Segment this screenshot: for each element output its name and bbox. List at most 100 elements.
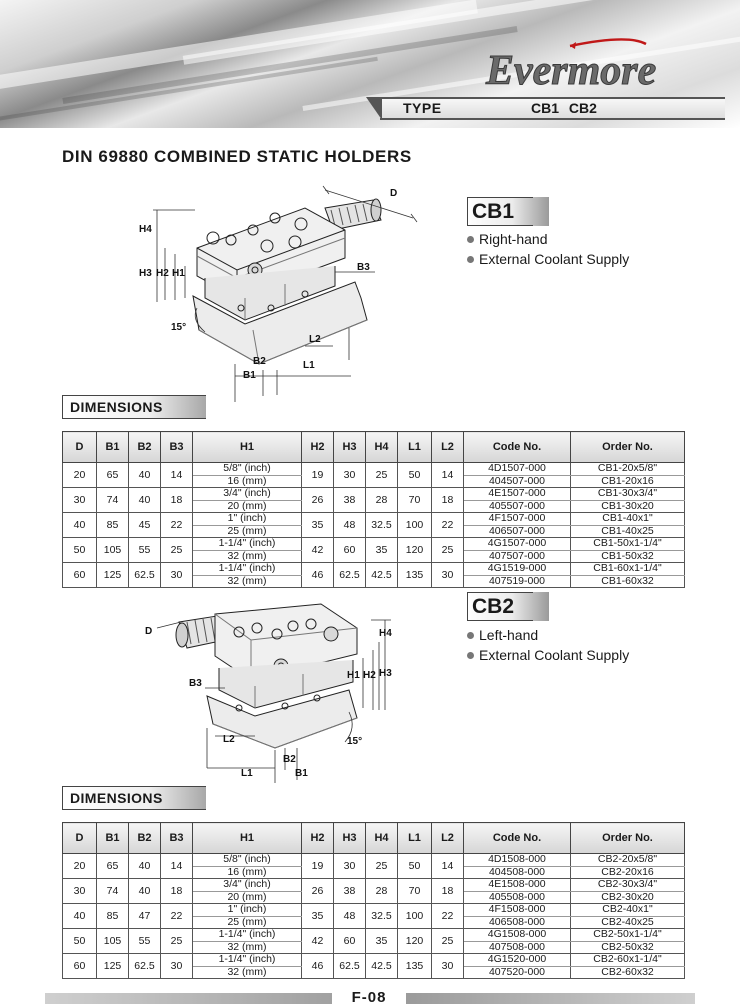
cell-l2: 30 — [431, 953, 464, 979]
cell-b2: 45 — [128, 512, 161, 538]
type-bar — [380, 97, 725, 120]
cell-order-mm: CB1-40x25 — [570, 524, 685, 538]
cell-h4: 25 — [365, 462, 398, 488]
cell-code-inch: 4G1508-000 — [463, 928, 571, 942]
cell-code-mm: 407508-000 — [463, 940, 571, 954]
cell-code-mm: 404508-000 — [463, 865, 571, 879]
cell-b2: 47 — [128, 903, 161, 929]
cb2-label-angle: 15° — [347, 736, 362, 747]
cb2-feature-list: Left-hand External Coolant Supply — [467, 625, 629, 665]
cell-b1: 65 — [96, 462, 129, 488]
cell-l2: 18 — [431, 878, 464, 904]
cell-h1-inch: 3/4" (inch) — [192, 487, 302, 501]
column-header: Order No. — [570, 431, 685, 463]
column-header: B3 — [160, 431, 193, 463]
cell-b1: 85 — [96, 903, 129, 929]
cell-l1: 135 — [397, 562, 432, 588]
cell-code-inch: 4F1507-000 — [463, 512, 571, 526]
cell-h2: 19 — [301, 462, 334, 488]
cell-l2: 18 — [431, 487, 464, 513]
cell-h4: 35 — [365, 537, 398, 563]
cb1-label-angle: 15° — [171, 322, 186, 333]
cell-h2: 42 — [301, 928, 334, 954]
column-header: H1 — [192, 431, 302, 463]
cell-h1-inch: 1" (inch) — [192, 903, 302, 917]
cb1-feature-item: Right-hand — [467, 229, 629, 249]
cb2-feature-item: Left-hand — [467, 625, 629, 645]
cell-order-inch: CB2-30x3/4" — [570, 878, 685, 892]
cell-l2: 22 — [431, 512, 464, 538]
cell-h4: 42.5 — [365, 562, 398, 588]
column-header: H2 — [301, 431, 334, 463]
cb2-label-b3: B3 — [189, 678, 202, 689]
cb1-label-b2: B2 — [253, 356, 266, 367]
cell-h4: 42.5 — [365, 953, 398, 979]
column-header: H3 — [333, 822, 366, 854]
cell-l1: 70 — [397, 878, 432, 904]
cb1-label-b3: B3 — [357, 262, 370, 273]
cell-order-mm: CB2-50x32 — [570, 940, 685, 954]
cell-order-inch: CB1-50x1-1/4" — [570, 537, 685, 551]
cell-l1: 50 — [397, 853, 432, 879]
cell-h2: 42 — [301, 537, 334, 563]
cb2-label-b2: B2 — [283, 754, 296, 765]
column-header: L1 — [397, 431, 432, 463]
cell-h1-mm: 16 (mm) — [192, 865, 302, 879]
cell-order-inch: CB2-50x1-1/4" — [570, 928, 685, 942]
cell-h4: 28 — [365, 487, 398, 513]
cell-b3: 14 — [160, 462, 193, 488]
cell-d: 40 — [62, 512, 97, 538]
cell-code-inch: 4G1520-000 — [463, 953, 571, 967]
cell-h1-inch: 5/8" (inch) — [192, 853, 302, 867]
cell-h3: 30 — [333, 853, 366, 879]
cell-order-mm: CB2-40x25 — [570, 915, 685, 929]
cell-l1: 120 — [397, 928, 432, 954]
cell-order-inch: CB2-40x1" — [570, 903, 685, 917]
cell-h4: 32.5 — [365, 903, 398, 929]
cb1-label-h2: H2 — [156, 268, 169, 279]
cell-h1-inch: 5/8" (inch) — [192, 462, 302, 476]
cell-d: 40 — [62, 903, 97, 929]
cell-order-mm: CB2-20x16 — [570, 865, 685, 879]
cell-b3: 25 — [160, 537, 193, 563]
column-header: B1 — [96, 431, 129, 463]
cell-l1: 100 — [397, 903, 432, 929]
cell-h1-mm: 25 (mm) — [192, 524, 302, 538]
cell-h2: 26 — [301, 878, 334, 904]
cell-b3: 25 — [160, 928, 193, 954]
cb2-technical-drawing: D H4 H1 H2 H3 B3 15° L2 B2 B1 L1 — [145, 603, 392, 783]
cell-l1: 70 — [397, 487, 432, 513]
cb1-feature-list: Right-hand External Coolant Supply — [467, 229, 629, 269]
column-header: Order No. — [570, 822, 685, 854]
cell-l2: 30 — [431, 562, 464, 588]
cb2-label-h2: H2 — [363, 670, 376, 681]
cell-l2: 25 — [431, 928, 464, 954]
cb1-badge: CB1 — [467, 197, 549, 226]
cell-code-mm: 404507-000 — [463, 474, 571, 488]
cell-b3: 22 — [160, 903, 193, 929]
cell-order-inch: CB1-30x3/4" — [570, 487, 685, 501]
column-header: L2 — [431, 431, 464, 463]
cell-h1-mm: 32 (mm) — [192, 549, 302, 563]
cb2-feature-item: External Coolant Supply — [467, 645, 629, 665]
column-header: L1 — [397, 822, 432, 854]
cell-h3: 62.5 — [333, 562, 366, 588]
cell-d: 60 — [62, 953, 97, 979]
cb2-label-d: D — [145, 626, 152, 637]
cell-h1-inch: 1-1/4" (inch) — [192, 562, 302, 576]
cell-h3: 48 — [333, 512, 366, 538]
cell-b2: 40 — [128, 878, 161, 904]
cell-b3: 30 — [160, 562, 193, 588]
cell-h2: 46 — [301, 953, 334, 979]
cell-d: 30 — [62, 487, 97, 513]
logo-wordmark: Evermore — [485, 48, 656, 94]
cb1-label-d: D — [390, 188, 397, 199]
